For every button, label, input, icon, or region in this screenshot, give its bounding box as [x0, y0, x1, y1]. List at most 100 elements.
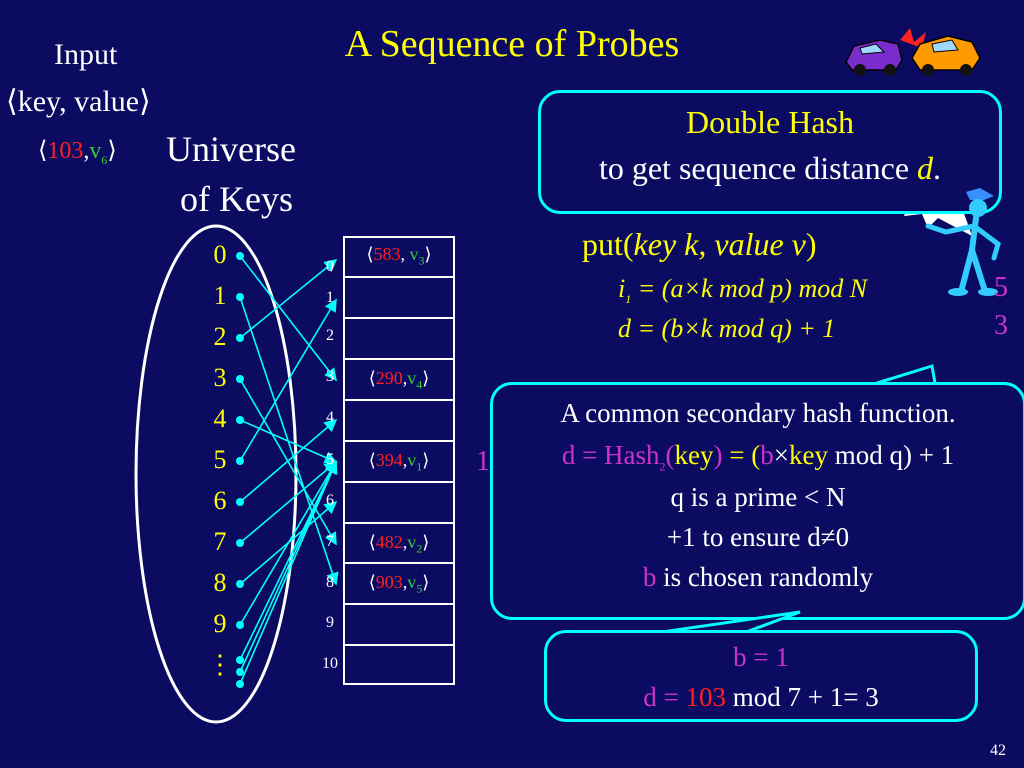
key-0: 0 [213, 240, 227, 269]
side-number-5: 5 [994, 272, 1008, 303]
cell-value: v [407, 532, 417, 552]
hash2-close: ) [713, 440, 723, 470]
page-number: 42 [990, 742, 1006, 759]
cell-close: ⟩ [422, 532, 430, 552]
cell-value: v [407, 572, 417, 592]
cell-close: ⟩ [422, 450, 430, 470]
subtitle-var: d [917, 150, 934, 186]
key-9: 9 [213, 609, 227, 638]
key-value-label: ⟨key, value⟩ [6, 85, 151, 118]
pair-sub: 6 [101, 152, 108, 167]
key-5: 5 [213, 445, 227, 474]
table-row: ⟨394,v1⟩ [344, 440, 454, 479]
key-2: 2 [213, 322, 227, 351]
table-row: ⟨482,v2⟩ [344, 522, 454, 561]
result-num: 103 [685, 682, 727, 712]
put-close: ) [805, 226, 817, 262]
key-8: 8 [213, 568, 227, 597]
cell-close: ⟩ [424, 244, 432, 264]
cell-open: ⟨ [366, 244, 374, 264]
secondary-hash-callout [490, 382, 1024, 620]
table-row [344, 399, 454, 438]
table-index-10: 10 [322, 655, 338, 672]
table-row: ⟨583, v3⟩ [344, 236, 454, 275]
pair-open: ⟨ [38, 138, 48, 164]
put-open: ( [622, 226, 634, 262]
cell-sub: 2 [416, 541, 423, 556]
cell-open: ⟨ [368, 572, 376, 592]
cell-key: 290 [375, 368, 403, 388]
hash2-key2: key [788, 440, 828, 470]
table-index-4: 4 [326, 409, 334, 426]
table-index-2: 2 [326, 327, 334, 344]
cell-sep: , [402, 450, 408, 470]
result-line1: b = 1 [733, 642, 789, 672]
put-args: key k, value v [633, 226, 806, 262]
table-row [344, 276, 454, 315]
put-keyword: put [582, 226, 623, 262]
car-crash-icon [845, 28, 981, 76]
cell-key: 482 [375, 532, 403, 552]
cell-sep: , [402, 572, 408, 592]
pair-value: v [89, 138, 102, 164]
cell-open: ⟨ [368, 532, 376, 552]
stick-figure-icon [925, 188, 1001, 296]
hash2-key: key [674, 440, 714, 470]
secondary-line1: A common secondary hash function. [560, 398, 956, 428]
cell-sub: 3 [418, 253, 425, 268]
cell-key: 394 [375, 450, 403, 470]
cell-key: 583 [373, 244, 401, 264]
i1-sub: 1 [625, 292, 632, 307]
hash2-times: × [773, 440, 789, 470]
input-pair: ⟨103,v6⟩ [38, 136, 117, 168]
hash2-eq: = ( [722, 440, 761, 470]
cell-sep: , [400, 244, 410, 264]
i1-lhs: i [618, 274, 626, 303]
cell-value: v [407, 368, 417, 388]
pair-key: 103 [47, 138, 84, 164]
key-3: 3 [213, 363, 227, 392]
cell-sub: 1 [416, 459, 423, 474]
table-index-6: 6 [326, 492, 334, 509]
hash2-b: b [760, 440, 774, 470]
pair-close: ⟩ [107, 138, 117, 164]
pair-sep: , [83, 138, 90, 164]
key-ellipsis: ⋮ [207, 650, 233, 679]
result-d: d = [643, 682, 686, 712]
cell-value: v [409, 244, 419, 264]
i1-formula: i1 = (a×k mod p) mod N [618, 274, 867, 307]
table-row [344, 603, 454, 642]
key-6: 6 [213, 486, 227, 515]
secondary-line5: b is chosen randomly [490, 562, 1024, 593]
put-signature: put(key k, value v) [582, 226, 817, 263]
cell-sep: , [402, 532, 408, 552]
hash2-rest: mod q) + 1 [827, 440, 955, 470]
cell-sub: 5 [416, 581, 423, 596]
secondary-line2: d = Hash2(key) = (b×key mod q) + 1 [490, 440, 1024, 474]
cell-close: ⟩ [422, 572, 430, 592]
table-row: ⟨903,v5⟩ [344, 562, 454, 601]
i1-rhs: = (a×k mod p) mod N [631, 274, 868, 303]
hash2-sub: 2 [659, 459, 666, 474]
key-4: 4 [213, 404, 227, 433]
table-row [344, 317, 454, 356]
cell-sep: , [402, 368, 408, 388]
slide-title: A Sequence of Probes [344, 23, 680, 65]
cell-sub: 4 [416, 377, 423, 392]
key-1: 1 [213, 281, 227, 310]
secondary-line4: +1 to ensure d≠0 [666, 522, 850, 552]
table-row [344, 481, 454, 520]
universe-label: Universe [166, 129, 296, 169]
cell-open: ⟨ [368, 368, 376, 388]
result-rest: mod 7 + 1= 3 [726, 682, 879, 712]
double-hash-subtitle: to get sequence distance d. [538, 150, 1002, 187]
hash2-open: ( [665, 440, 675, 470]
table-index-5: 5 [326, 451, 334, 468]
table-row: ⟨290,v4⟩ [344, 358, 454, 397]
cell-value: v [407, 450, 417, 470]
of-keys-label: of Keys [180, 179, 293, 219]
key-7: 7 [213, 527, 227, 556]
table-index-0: 0 [326, 258, 334, 275]
d-formula: d = (b×k mod q) + 1 [618, 314, 836, 343]
side-number-3: 3 [994, 310, 1008, 341]
